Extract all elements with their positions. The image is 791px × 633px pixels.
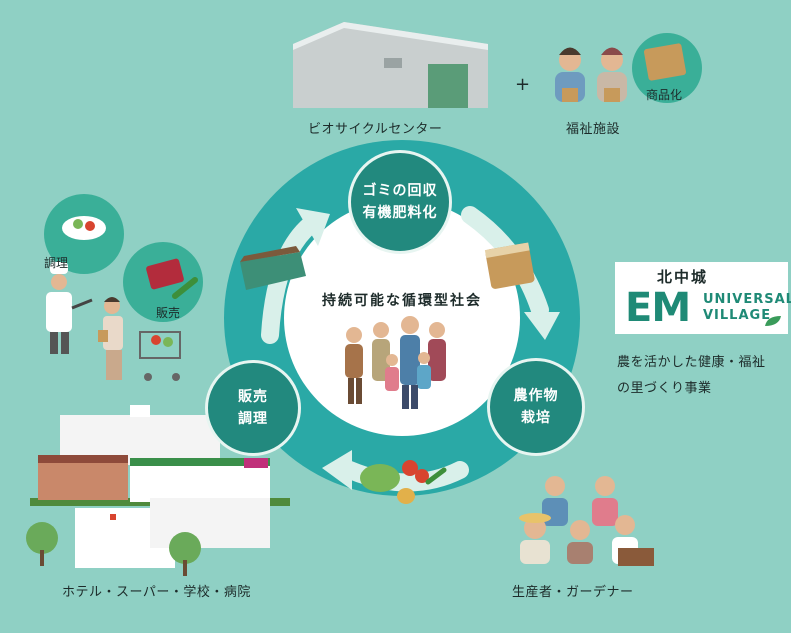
cooking-bubble [44,194,124,274]
node-sales-line2: 調理 [238,411,268,427]
center-slogan: 持続可能な循環型社会 [322,293,482,309]
node-crop-line2: 栽培 [521,410,551,426]
venues-label: ホテル・スーパー・学校・病院 [62,585,251,600]
node-crop-cultivation: 農作物 栽培 [487,358,585,456]
chef-illustration [46,262,93,354]
brand-em-mark: EM [625,285,691,331]
node-sales-line1: 販売 [238,389,268,405]
leaf-icon [765,316,781,326]
brand-universal-village: UNIVERSAL VILLAGE [703,292,791,324]
node-sales-cooking: 販売 調理 [205,360,301,456]
arrow-left-top-head [296,208,330,246]
welfare-staff-illustration [555,33,702,103]
brand-village: VILLAGE [703,308,772,323]
family-illustration [345,316,446,409]
producers-illustration [519,476,654,566]
brand-town-name: 北中城 [657,268,709,286]
node-collection-line1: ゴミの回収 [362,183,438,199]
city-buildings-illustration [26,405,290,576]
arrow-bottom-head [322,450,352,490]
sales-label: 販売 [156,306,181,320]
fertilizer-bag-illustration [484,242,535,289]
welfare-facility-label: 福祉施設 [566,122,621,137]
biocycle-center-label: ビオサイクルセンター [308,122,443,137]
brand-universal: UNIVERSAL [703,292,791,307]
cooking-label: 調理 [44,256,69,270]
brand-logo: 北中城 EM UNIVERSAL VILLAGE [615,262,791,334]
brand-description: 農を活かした健康・福祉 の里づくり事業 [617,350,766,402]
plus-sign: + [515,74,531,95]
node-collection-line2: 有機肥料化 [362,205,438,221]
compost-box-illustration [240,246,306,290]
arrow-top-right-head [524,312,560,340]
brand-description-line1: 農を活かした健康・福祉 [617,355,766,370]
shopper-illustration [98,297,181,381]
vegetables-illustration [360,460,447,504]
producers-label: 生産者・ガーデナー [512,585,634,600]
node-crop-line1: 農作物 [513,388,559,404]
cycle-ring-inner [284,200,520,436]
sales-bubble [123,242,203,322]
commercialize-label: 商品化 [646,88,683,102]
biocycle-center-building [293,22,488,108]
brand-description-line2: の里づくり事業 [617,381,712,396]
node-collection-composting: ゴミの回収 有機肥料化 [348,150,452,254]
